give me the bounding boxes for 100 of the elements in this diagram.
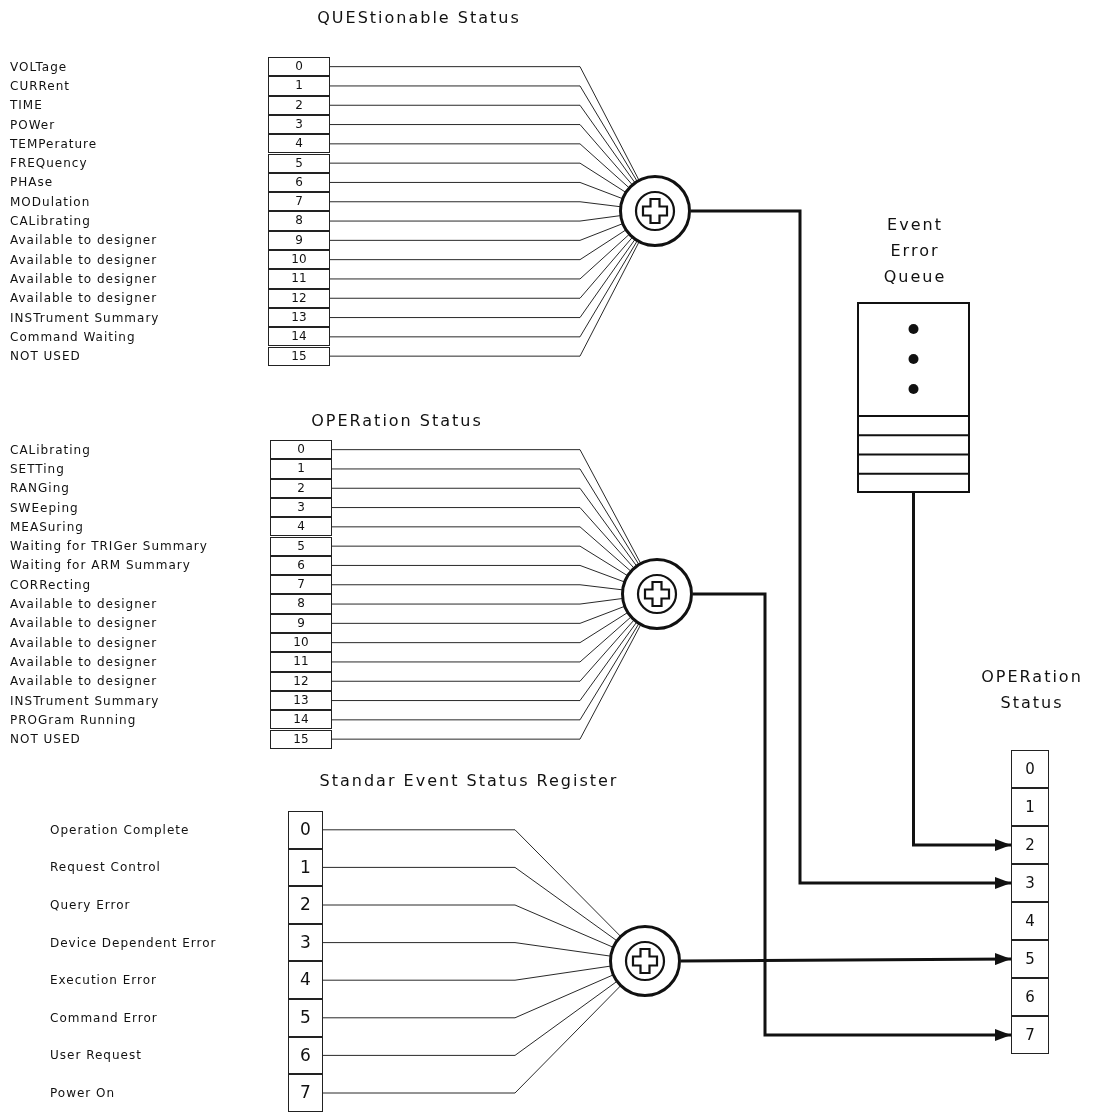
- bit-label: VOLTage: [10, 59, 68, 74]
- bit-label: TIME: [10, 98, 43, 113]
- summing-junction-symbol: [621, 558, 693, 630]
- bit-label: MODulation: [10, 194, 91, 209]
- bit-label: Waiting for ARM Summary: [10, 558, 191, 573]
- bit-label: SETTing: [10, 461, 65, 476]
- register-bit: 11: [268, 269, 330, 289]
- connector-line: [331, 584, 623, 591]
- connector-line: [331, 624, 642, 740]
- register-bit: 8: [268, 211, 330, 231]
- connector-line: [329, 234, 630, 280]
- register-bit: 15: [268, 346, 330, 366]
- register-bit: 13: [268, 307, 330, 328]
- connector-line: [331, 468, 640, 565]
- register-bit: 8: [270, 594, 332, 614]
- bit-label: CORRecting: [10, 577, 92, 592]
- register-bit: 5: [288, 999, 323, 1037]
- bit-label: Available to designer: [10, 635, 158, 650]
- register-bit: 6: [268, 172, 330, 193]
- bit-label: INSTrument Summary: [10, 310, 160, 325]
- bit-label: Query Error: [50, 898, 131, 912]
- connector-line: [329, 85, 638, 182]
- register-bit: 1: [268, 76, 330, 96]
- register-bit: 9: [268, 230, 330, 250]
- connector-line: [331, 545, 628, 576]
- connector-line: [329, 104, 636, 183]
- connector-line: [331, 565, 625, 583]
- connector-line: [331, 449, 641, 564]
- register-bit: 1: [288, 848, 323, 887]
- register-bit: 7: [268, 192, 330, 212]
- register-bit: 3: [1011, 864, 1049, 902]
- register-bit: 4: [270, 517, 332, 537]
- register-bit: 7: [270, 575, 332, 595]
- register-bit: 5: [270, 536, 332, 556]
- connector-line: [329, 239, 636, 318]
- register-bit: 14: [268, 327, 330, 347]
- connector-line: [322, 965, 611, 981]
- bit-label: CALibrating: [10, 214, 91, 228]
- connector-line: [331, 612, 628, 644]
- bit-label: Waiting for TRIGer Summary: [10, 539, 208, 554]
- bit-label: PROGram Running: [10, 712, 137, 727]
- bit-label: Available to designer: [10, 271, 158, 286]
- register-bit: 0: [288, 811, 323, 849]
- register-bit: 1: [270, 459, 332, 479]
- bit-label: Available to designer: [10, 252, 158, 267]
- connector-line: [322, 985, 621, 1094]
- register-bit: 10: [268, 250, 330, 270]
- connector-line: [329, 229, 627, 261]
- register-bit: 12: [268, 288, 330, 308]
- bit-label: NOT USED: [10, 349, 81, 364]
- register-bit: 4: [268, 134, 330, 154]
- register-bit: 6: [270, 555, 332, 576]
- bit-label: CURRent: [10, 78, 70, 93]
- bit-label: Command Error: [50, 1010, 158, 1025]
- connector-line: [329, 124, 633, 185]
- bit-label: Device Dependent Error: [50, 935, 217, 950]
- register-bit: 1: [1011, 788, 1049, 826]
- bit-label: TEMPerature: [10, 136, 98, 151]
- bit-label: Available to designer: [10, 616, 158, 631]
- register-bit: 14: [270, 710, 332, 730]
- bit-label: Available to designer: [10, 597, 158, 611]
- summing-junction-symbol: [609, 925, 681, 997]
- bit-label: Request Control: [50, 860, 161, 875]
- register-bit: 2: [268, 95, 330, 115]
- bit-label: Available to designer: [10, 674, 158, 689]
- register-bit: 0: [268, 57, 330, 77]
- register-bit: 2: [1011, 826, 1049, 864]
- register-bit: 3: [268, 114, 330, 135]
- connector-line: [322, 981, 618, 1056]
- register-bit: 0: [1011, 750, 1049, 788]
- register-bit: 2: [270, 478, 332, 498]
- connector-line: [329, 162, 626, 193]
- register-bit: 13: [270, 690, 332, 711]
- register-bit: 15: [270, 729, 332, 749]
- register-bit: 6: [288, 1036, 323, 1075]
- register-bit: 11: [270, 652, 332, 672]
- summing-junction-symbol: [619, 175, 691, 247]
- arrow: [681, 953, 1011, 966]
- register-bit: 5: [1011, 940, 1049, 978]
- register-bit: 0: [270, 440, 332, 460]
- register-bit: 10: [270, 633, 332, 653]
- register-bit: 3: [270, 497, 332, 518]
- connector-line: [329, 240, 638, 338]
- bit-label: POWer: [10, 117, 56, 132]
- connector-line: [329, 223, 623, 241]
- bit-label: RANGing: [10, 481, 70, 496]
- connector-line: [329, 143, 630, 189]
- register-title: OPERation Status: [311, 410, 483, 432]
- connector-line: [331, 487, 637, 567]
- register-title: QUEStionable Status: [317, 7, 521, 29]
- connector-line: [329, 182, 623, 199]
- bit-label: Available to designer: [10, 654, 158, 669]
- connector-line: [329, 237, 633, 299]
- register-bit: 6: [1011, 978, 1049, 1016]
- connector-line: [331, 507, 635, 569]
- connector-line: [322, 829, 621, 937]
- arrow: [693, 592, 1011, 1041]
- register-bit: 2: [288, 886, 323, 924]
- register-bit: 4: [1011, 902, 1049, 940]
- register-bit: 4: [288, 961, 323, 999]
